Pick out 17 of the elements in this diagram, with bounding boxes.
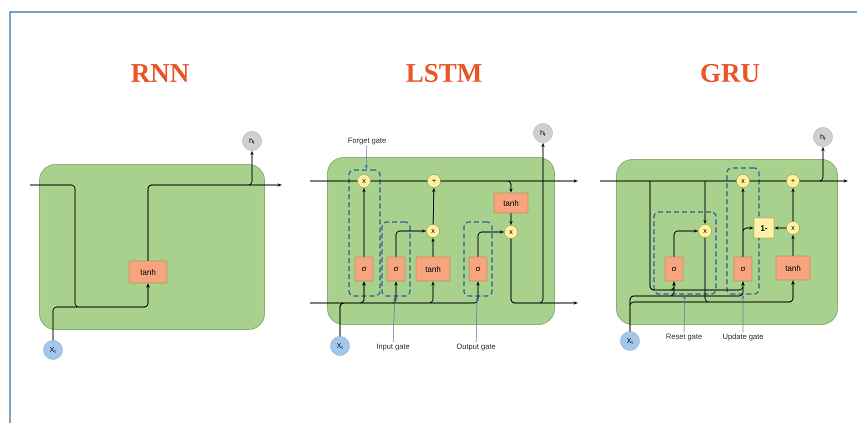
heading: GRU [701, 64, 760, 82]
activation-box: σ [468, 256, 488, 282]
one-minus-box: 1- [754, 218, 774, 238]
heading: LSTM [406, 64, 482, 82]
activation-box: tanh [416, 256, 450, 282]
connector-line [749, 180, 787, 182]
connector-line [310, 180, 358, 182]
activation-box: σ [734, 256, 752, 282]
heading: RNN [131, 64, 189, 82]
activation-box: σ [664, 256, 684, 282]
activation-box: tanh [776, 256, 810, 280]
connector-line [370, 180, 428, 182]
connector-line [600, 180, 737, 182]
activation-box: σ [354, 256, 374, 282]
activation-box: σ [386, 256, 406, 282]
activation-box: tanh [128, 260, 168, 284]
activation-box: tanh [494, 192, 528, 214]
